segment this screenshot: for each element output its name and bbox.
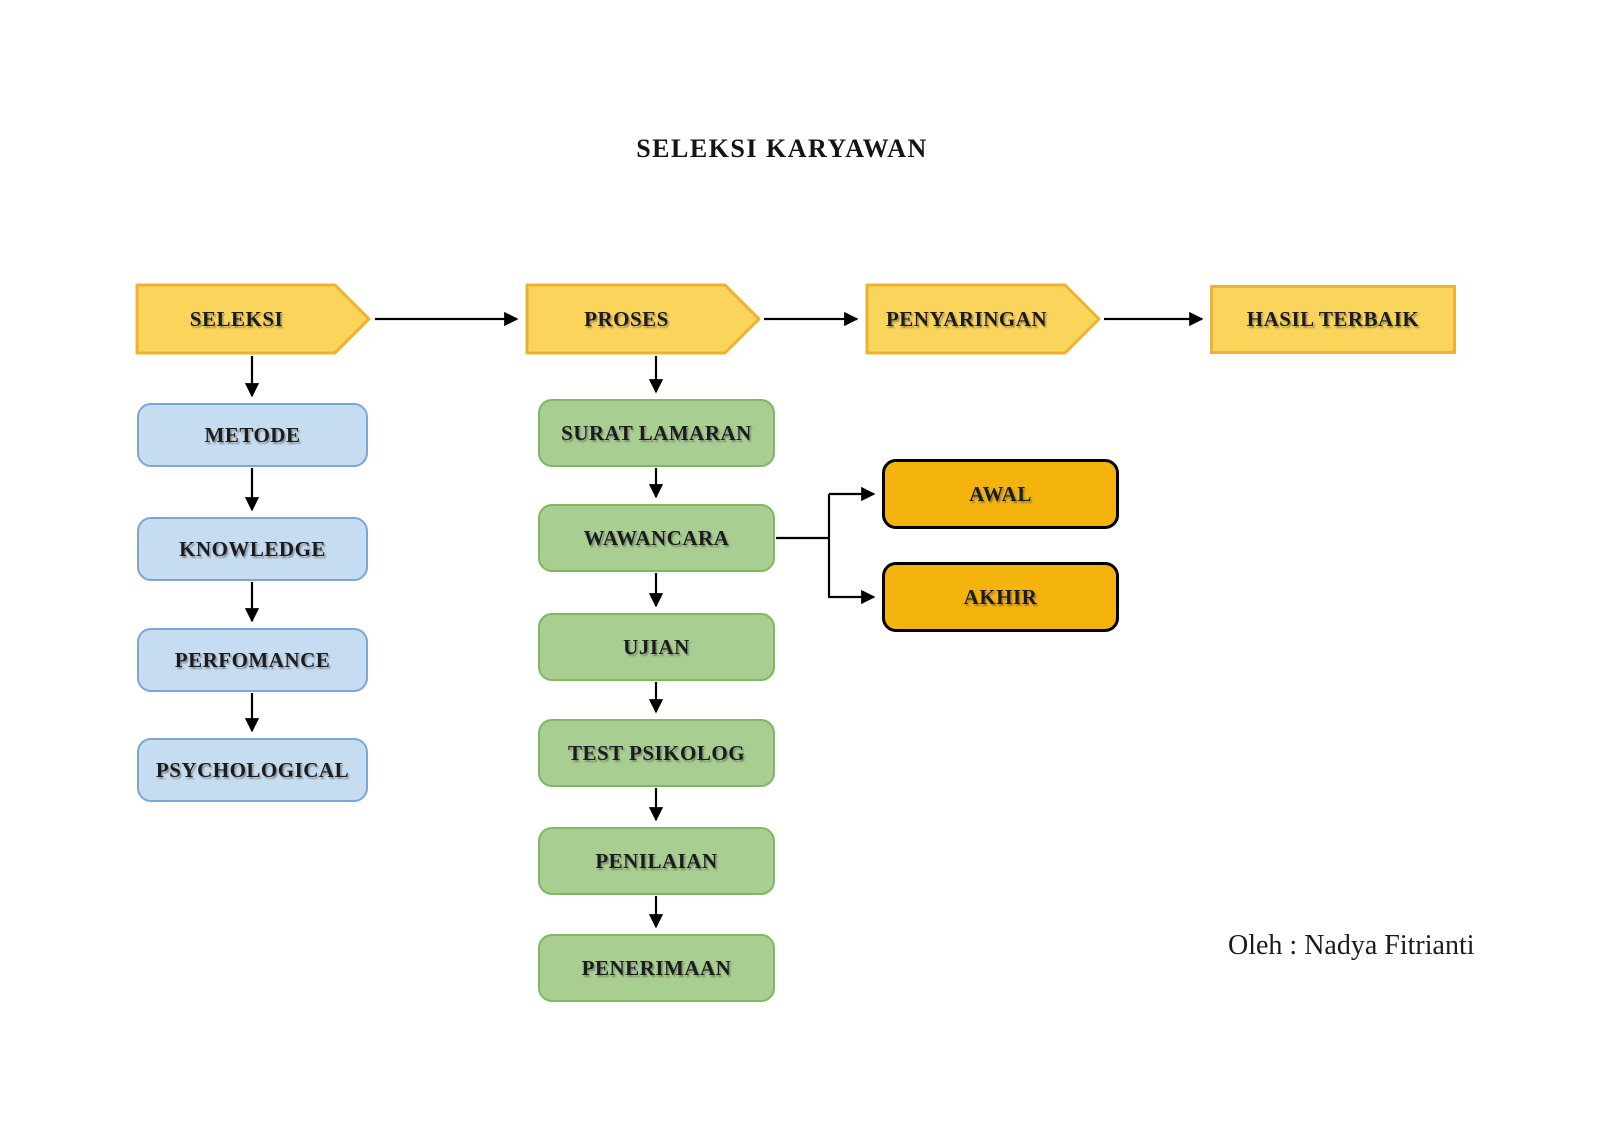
node-wawancara: WAWANCARA	[538, 504, 775, 572]
node-knowledge: KNOWLEDGE	[137, 517, 368, 581]
node-surat-lamaran: SURAT LAMARAN	[538, 399, 775, 467]
node-test-psikolog: TEST PSIKOLOG	[538, 719, 775, 787]
node-label: SELEKSI	[189, 306, 284, 331]
node-label: UJIAN	[623, 634, 690, 659]
node-label: HASIL TERBAIK	[1246, 307, 1420, 331]
pentagon-shape	[135, 283, 371, 355]
diagram-title: SELEKSI KARYAWAN	[636, 134, 928, 163]
node-metode: METODE	[137, 403, 368, 467]
node-label: PENILAIAN	[595, 848, 718, 873]
node-label: PSYCHOLOGICAL	[155, 757, 350, 782]
node-penerimaan: PENERIMAAN	[538, 934, 775, 1002]
node-ujian: UJIAN	[538, 613, 775, 681]
author-credit: Oleh : Nadya Fitrianti	[1228, 930, 1475, 961]
node-label: PENERIMAAN	[581, 955, 732, 980]
node-label: AKHIR	[963, 584, 1038, 609]
node-label: WAWANCARA	[583, 525, 730, 550]
node-label: TEST PSIKOLOG	[567, 740, 746, 765]
node-label: PROSES	[584, 306, 669, 331]
node-label: AWAL	[969, 481, 1032, 506]
node-penyaringan: PENYARINGAN	[865, 283, 1102, 355]
node-label: PERFOMANCE	[174, 647, 331, 672]
node-label: SURAT LAMARAN	[561, 420, 752, 445]
pentagon-shape	[865, 283, 1101, 355]
node-label: PENYARINGAN	[885, 306, 1048, 331]
node-psychological: PSYCHOLOGICAL	[137, 738, 368, 802]
node-perfomance: PERFOMANCE	[137, 628, 368, 692]
node-akhir: AKHIR	[882, 562, 1119, 632]
node-penilaian: PENILAIAN	[538, 827, 775, 895]
node-proses: PROSES	[525, 283, 762, 355]
pentagon-shape	[525, 283, 761, 355]
node-hasil-terbaik: HASIL TERBAIK	[1210, 285, 1456, 354]
node-label: KNOWLEDGE	[179, 536, 326, 561]
node-seleksi: SELEKSI	[135, 283, 372, 355]
node-awal: AWAL	[882, 459, 1119, 529]
node-label: METODE	[204, 422, 301, 447]
